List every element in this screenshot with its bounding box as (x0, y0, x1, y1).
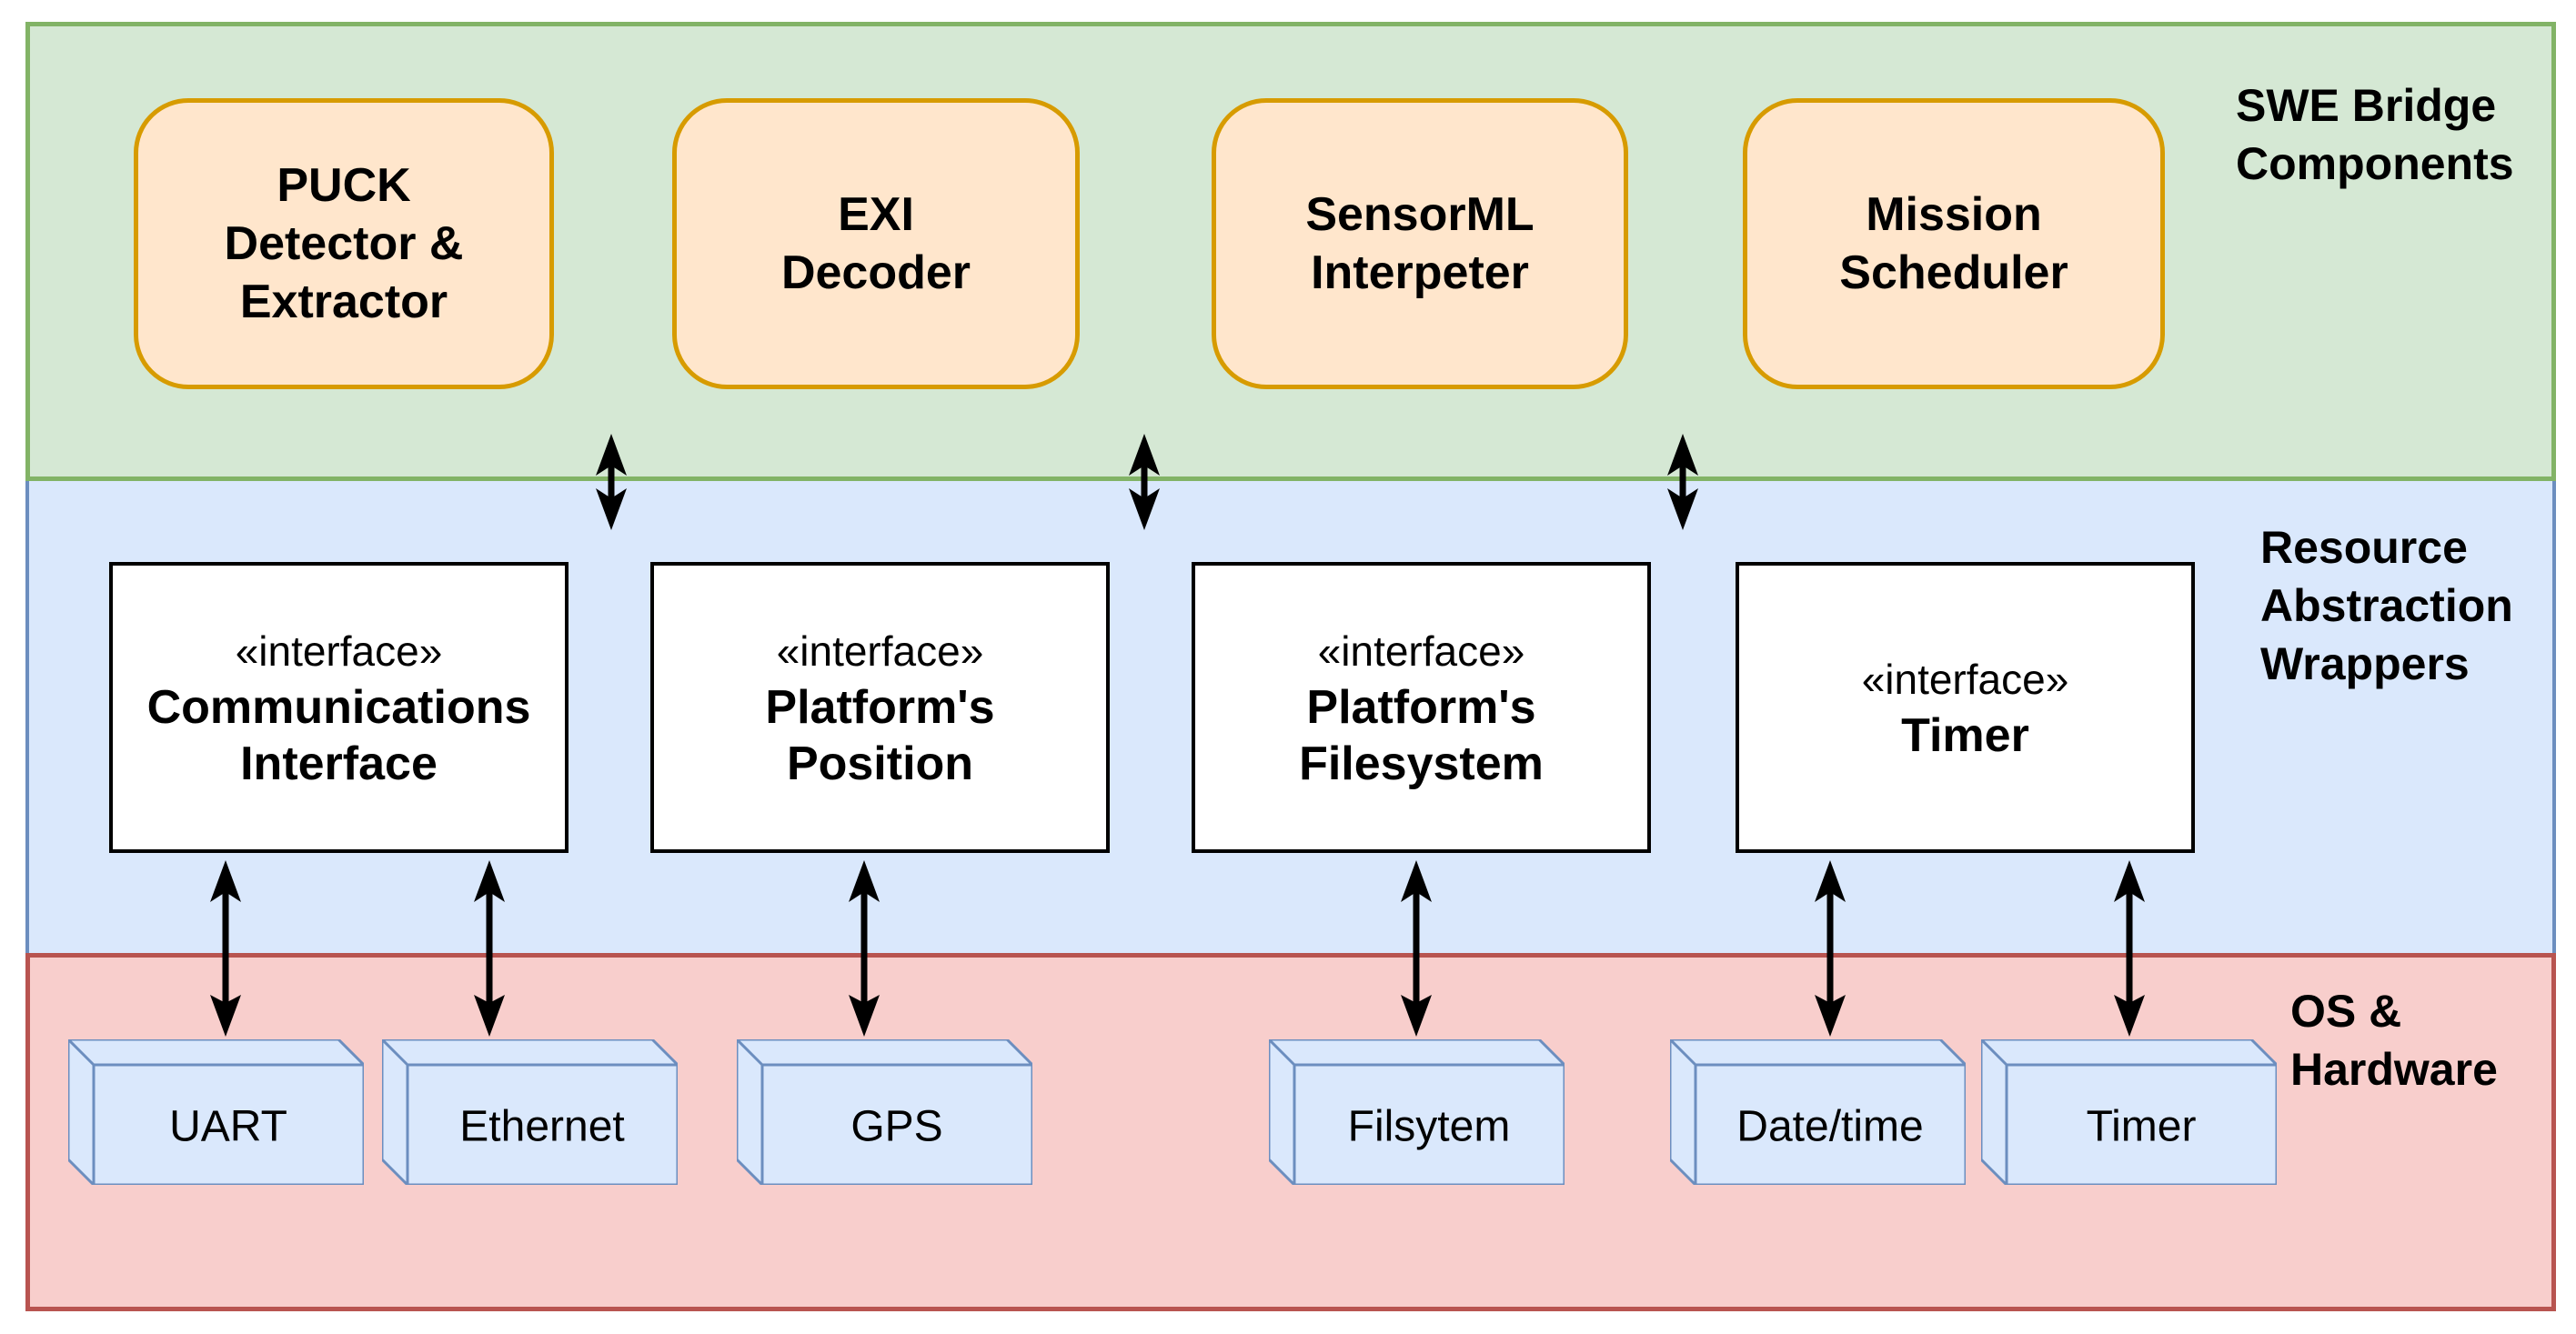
interface-name-line: Filesystem (1299, 737, 1544, 790)
hardware-cube-datetime: Date/time (1670, 1039, 1966, 1185)
bidirectional-arrow-icon (1810, 858, 1850, 1038)
interface-stereotype: «interface» (776, 627, 984, 675)
component-label-line: PUCK (277, 159, 411, 212)
component-label-line: Extractor (239, 276, 448, 328)
hardware-cube-label: Date/time (1736, 1103, 1923, 1151)
band-label-line: Wrappers (2260, 638, 2470, 689)
os-band-label: OS & Hardware (2290, 982, 2498, 1098)
hardware-cube-label: Ethernet (459, 1103, 624, 1151)
bidirectional-arrow-icon (591, 432, 631, 532)
bidirectional-arrow-icon (1396, 858, 1436, 1038)
hardware-cube-ethernet: Ethernet (382, 1039, 678, 1185)
interface-box-platforms-position: «interface» Platform's Position (650, 562, 1110, 853)
component-box-mission-scheduler: Mission Scheduler (1743, 98, 2165, 389)
interface-name-line: Position (786, 737, 974, 790)
band-label-line: Resource (2260, 522, 2468, 573)
swe-band-label: SWE Bridge Components (2236, 76, 2514, 193)
interface-name-line: Platform's (1306, 681, 1536, 734)
interface-name-line: Timer (1901, 709, 2029, 762)
component-label-line: Mission (1866, 188, 2042, 241)
interface-stereotype: «interface» (1861, 656, 2069, 703)
bidirectional-arrow-icon (206, 858, 246, 1038)
component-label-line: Detector & (224, 217, 464, 270)
hardware-cube-label: Filsytem (1348, 1103, 1511, 1151)
interface-box-timer: «interface» Timer (1736, 562, 2195, 853)
interface-box-platforms-filesystem: «interface» Platform's Filesystem (1192, 562, 1651, 853)
component-box-exi-decoder: EXI Decoder (672, 98, 1080, 389)
component-box-puck-detector-extractor: PUCK Detector & Extractor (134, 98, 554, 389)
bidirectional-arrow-icon (2109, 858, 2149, 1038)
bidirectional-arrow-icon (844, 858, 884, 1038)
interface-stereotype: «interface» (1317, 627, 1525, 675)
interface-name-line: Interface (240, 737, 438, 790)
band-label-line: OS & (2290, 986, 2402, 1037)
bidirectional-arrow-icon (1124, 432, 1164, 532)
hardware-cube-label: Timer (2087, 1103, 2197, 1151)
component-label-line: SensorML (1305, 188, 1535, 241)
component-label-line: EXI (838, 188, 914, 241)
interface-box-communications-interface: «interface» Communications Interface (109, 562, 569, 853)
bidirectional-arrow-icon (1663, 432, 1703, 532)
hardware-cube-filesystem: Filsytem (1269, 1039, 1565, 1185)
interface-name-line: Platform's (765, 681, 995, 734)
hardware-cube-uart: UART (68, 1039, 364, 1185)
component-label-line: Scheduler (1839, 246, 2068, 299)
component-box-sensorml-interpreter: SensorML Interpeter (1212, 98, 1628, 389)
wrappers-band-label: Resource Abstraction Wrappers (2260, 518, 2513, 693)
interface-name-line: Communications (146, 681, 531, 734)
hardware-cube-gps: GPS (737, 1039, 1032, 1185)
hardware-cube-timer: Timer (1981, 1039, 2277, 1185)
band-label-line: Hardware (2290, 1044, 2498, 1095)
band-label-line: Abstraction (2260, 580, 2513, 631)
component-label-line: Decoder (780, 246, 971, 299)
hardware-cube-label: GPS (850, 1103, 942, 1151)
band-label-line: SWE Bridge (2236, 80, 2497, 131)
interface-stereotype: «interface» (235, 627, 443, 675)
bidirectional-arrow-icon (469, 858, 509, 1038)
component-label-line: Interpeter (1311, 246, 1529, 299)
band-label-line: Components (2236, 138, 2514, 189)
hardware-cube-label: UART (169, 1103, 287, 1151)
